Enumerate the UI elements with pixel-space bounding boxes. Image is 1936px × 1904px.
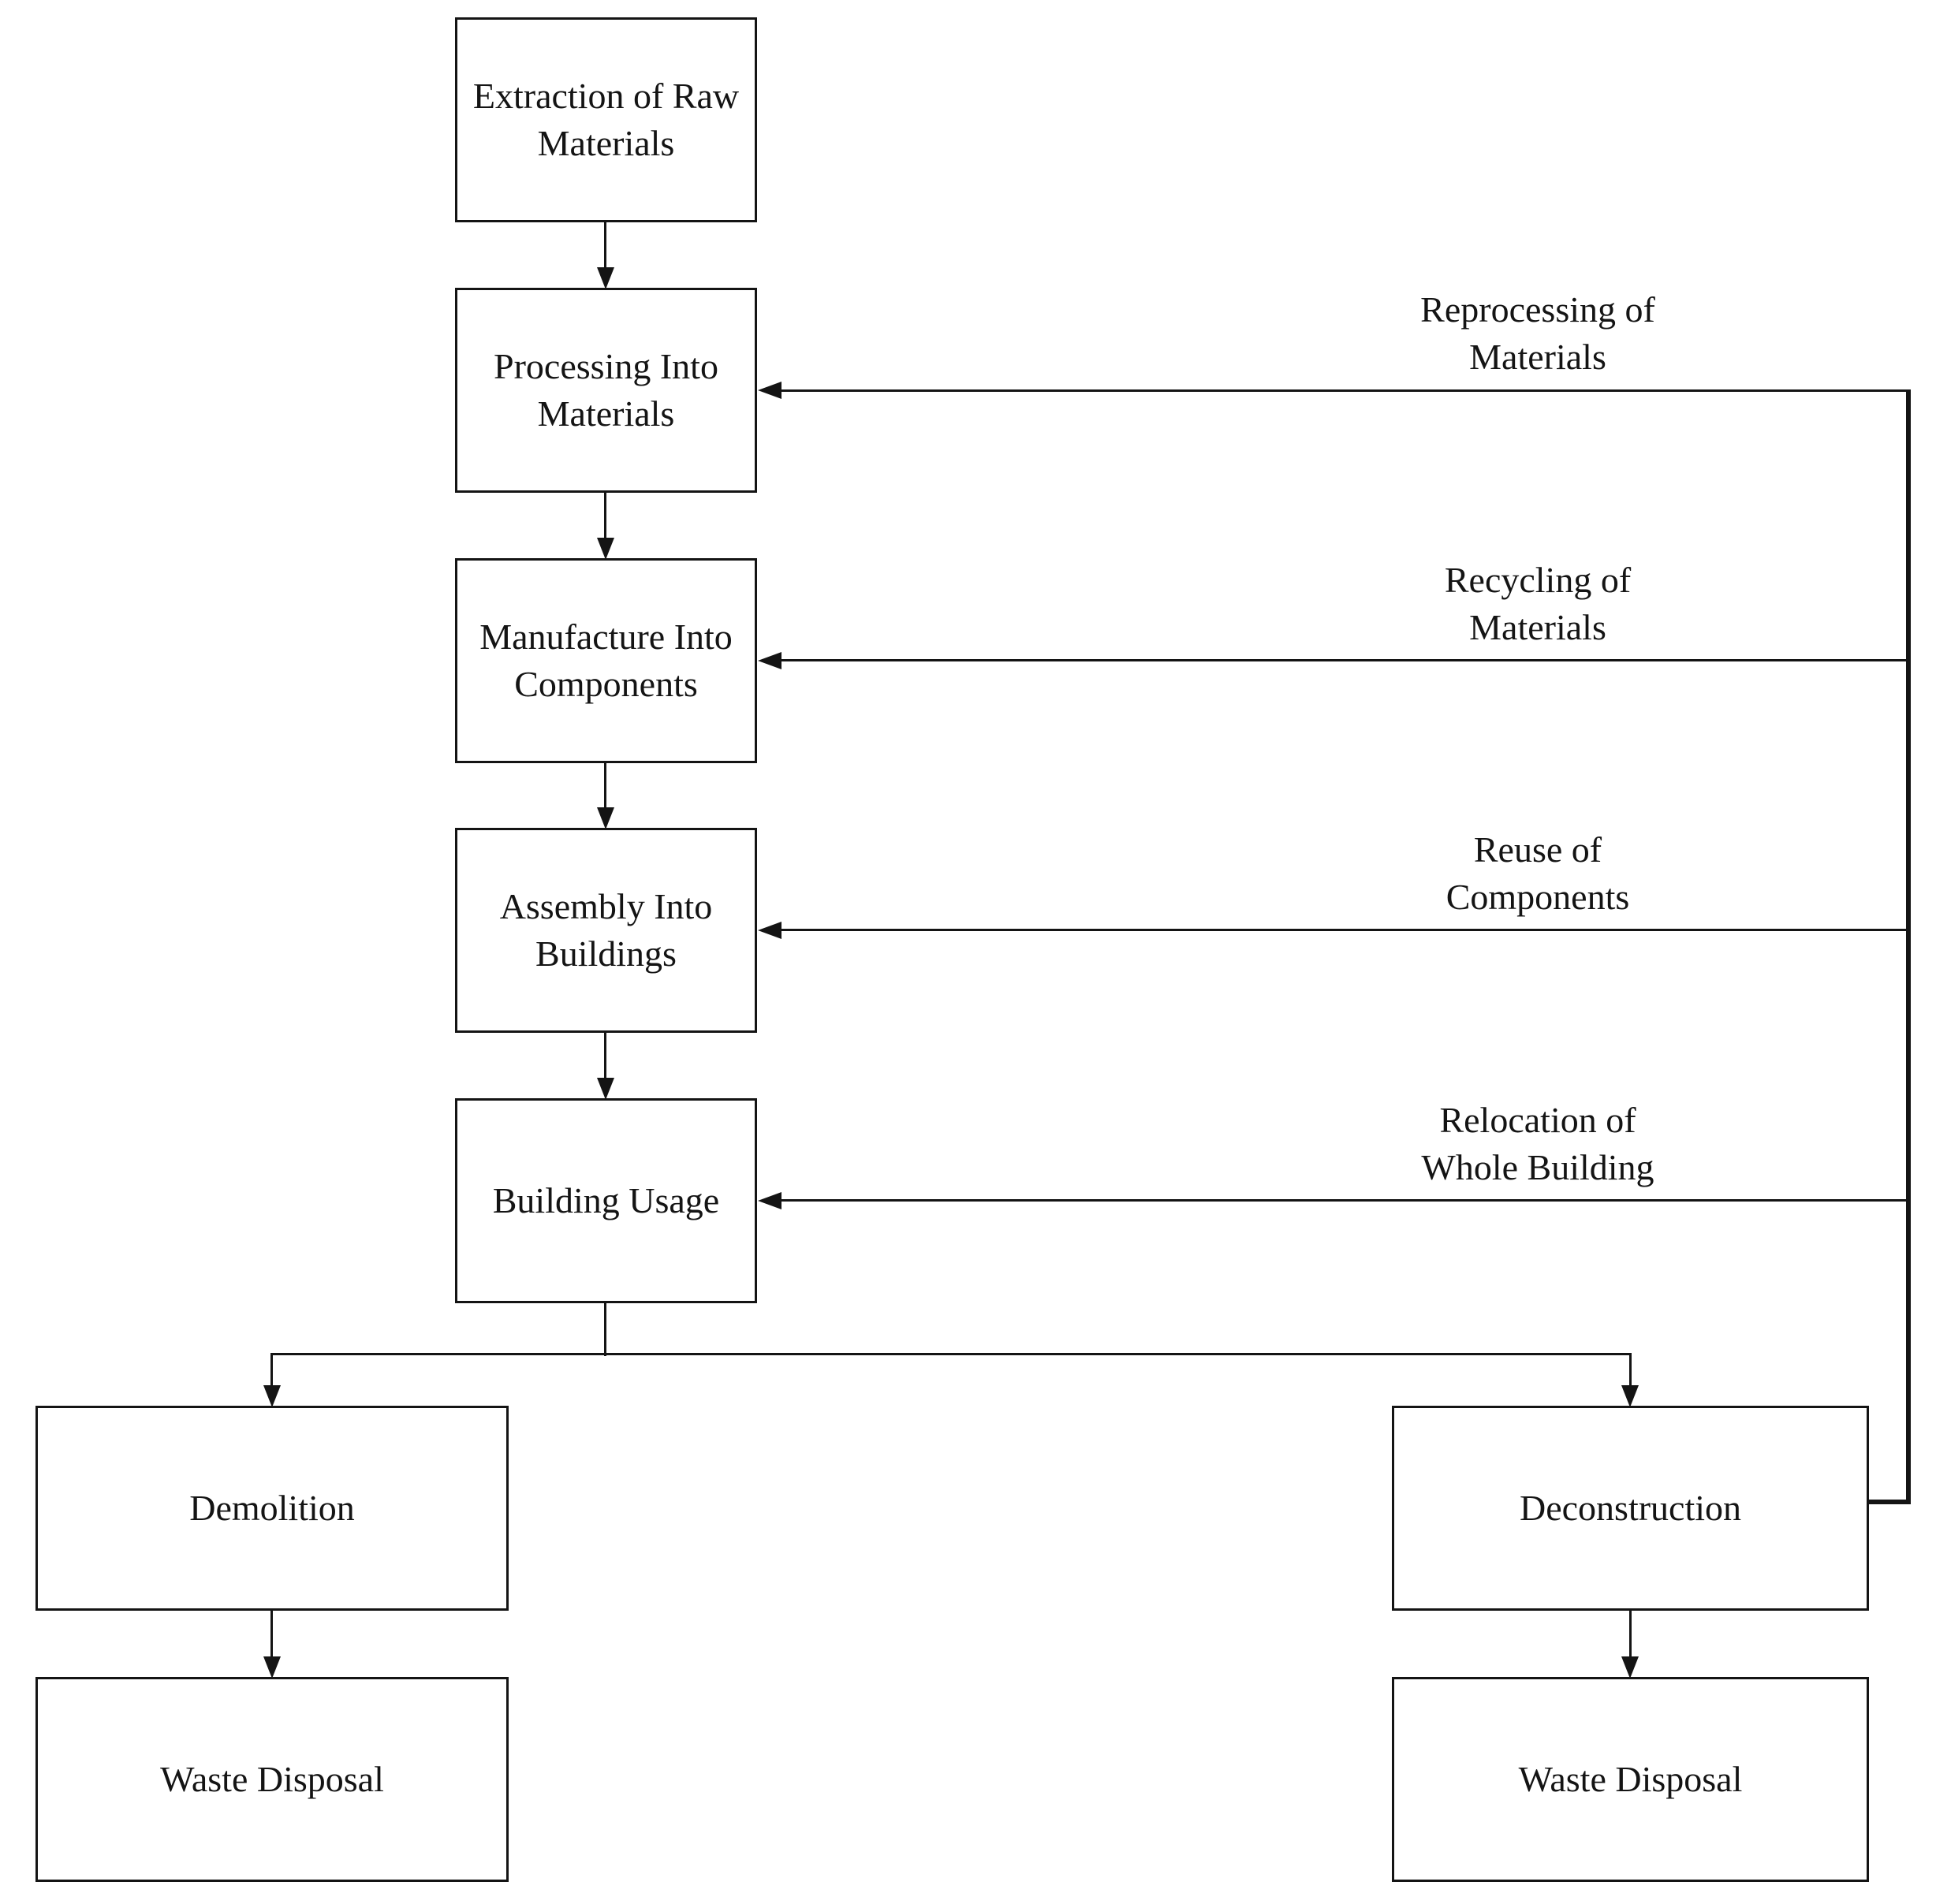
node-manufacture-into-components: Manufacture Into Components — [455, 558, 757, 763]
arrowhead-into-waste-left — [263, 1656, 281, 1679]
arrowhead-into-processing — [597, 267, 614, 289]
connector-manufacture-to-assembly-line — [604, 763, 606, 808]
arrowhead-reuse-into-assembly — [758, 922, 781, 939]
arrowhead-recycling-into-manufacture — [758, 652, 781, 669]
feedback-trunk-vertical — [1906, 389, 1911, 1504]
label-relocation-of-whole-building: Relocation of Whole Building — [1421, 1100, 1654, 1187]
arrowhead-relocation-into-building-usage — [758, 1192, 781, 1209]
node-deconstruction: Deconstruction — [1392, 1406, 1869, 1611]
node-waste-disposal-right: Waste Disposal — [1392, 1677, 1869, 1882]
arrowhead-into-deconstruction — [1621, 1385, 1639, 1407]
arrowhead-into-building-usage — [597, 1078, 614, 1100]
connector-extraction-to-processing-line — [604, 222, 606, 268]
node-processing-into-materials: Processing Into Materials — [455, 288, 757, 493]
label-reuse-of-components: Reuse of Components — [1445, 829, 1630, 917]
arrowhead-reprocessing-into-processing — [758, 382, 781, 399]
feedback-reuse-line — [779, 929, 1908, 931]
connector-processing-to-manufacture-line — [604, 493, 606, 538]
connector-demolition-to-waste-line — [270, 1610, 273, 1657]
feedback-reprocessing-line — [779, 389, 1908, 392]
connector-split-to-deconstruction-line — [1629, 1353, 1632, 1386]
connector-assembly-to-building-usage-line — [604, 1033, 606, 1079]
arrowhead-into-demolition — [263, 1385, 281, 1407]
feedback-recycling-line — [779, 659, 1908, 661]
label-reprocessing-of-materials: Reprocessing of Materials — [1420, 289, 1655, 377]
node-assembly-into-buildings: Assembly Into Buildings — [455, 828, 757, 1033]
arrowhead-into-waste-right — [1621, 1656, 1639, 1679]
node-building-usage: Building Usage — [455, 1098, 757, 1303]
node-waste-disposal-left: Waste Disposal — [35, 1677, 509, 1882]
connector-deconstruction-to-waste-line — [1629, 1610, 1632, 1657]
arrowhead-into-manufacture — [597, 538, 614, 560]
node-demolition: Demolition — [35, 1406, 509, 1611]
arrowhead-into-assembly — [597, 807, 614, 829]
feedback-trunk-from-deconstruction — [1867, 1500, 1911, 1504]
connector-split-horizontal — [272, 1353, 1632, 1355]
feedback-relocation-line — [779, 1199, 1908, 1202]
connector-building-usage-down-stub — [604, 1303, 606, 1356]
node-extraction-of-raw-materials: Extraction of Raw Materials — [455, 17, 757, 222]
connector-split-to-demolition-line — [270, 1353, 273, 1386]
label-recycling-of-materials: Recycling of Materials — [1444, 560, 1632, 647]
